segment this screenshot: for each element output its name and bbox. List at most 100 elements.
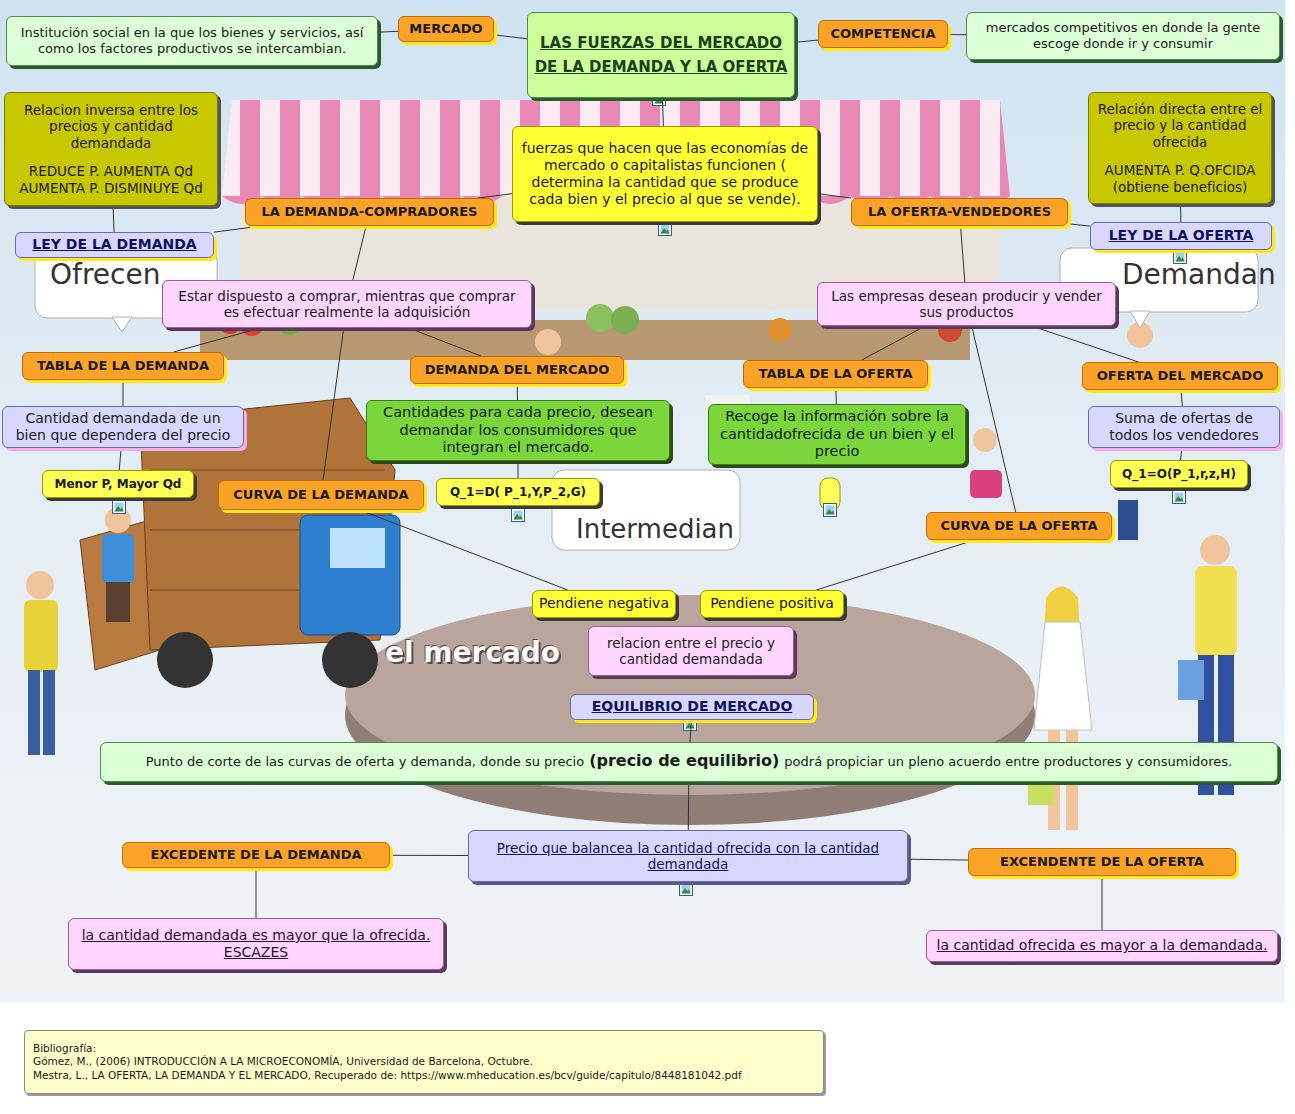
produce-item bbox=[611, 306, 639, 334]
node-text: EXCEDENTE DE LA DEMANDA bbox=[150, 847, 361, 863]
connector-line bbox=[494, 35, 527, 39]
connector-line bbox=[323, 328, 344, 480]
concept-label: COMPETENCIA bbox=[818, 20, 948, 48]
connector-line bbox=[1180, 448, 1181, 460]
node-text: la cantidad ofrecida es mayor a la deman… bbox=[937, 937, 1268, 954]
node-text: OFERTA DEL MERCADO bbox=[1097, 368, 1263, 384]
node-text: LA DEMANDA-COMPRADORES bbox=[262, 204, 478, 220]
node-text: Gómez, M., (2006) INTRODUCCIÓN A LA MICR… bbox=[33, 1055, 533, 1069]
image-icon bbox=[824, 504, 837, 517]
node-text: Pendiene negativa bbox=[539, 595, 669, 612]
detail-box: Suma de ofertas de todos los vendedores bbox=[1088, 406, 1280, 448]
concept-label: TABLA DE LA DEMANDA bbox=[22, 352, 224, 380]
connector-line bbox=[1068, 224, 1090, 226]
node-text: Institución social en la que los bienes … bbox=[13, 25, 371, 57]
connector-line bbox=[795, 40, 818, 42]
connector-line bbox=[409, 328, 481, 356]
concept-label: OFERTA DEL MERCADO bbox=[1082, 362, 1278, 390]
node-text: Q_1=D( P_1,Y,P_2,G) bbox=[450, 485, 586, 500]
person-leg bbox=[28, 670, 40, 755]
node-text: CURVA DE LA DEMANDA bbox=[233, 487, 408, 503]
definition-box: Punto de corte de las curvas de oferta y… bbox=[100, 742, 1278, 782]
truck-cab bbox=[300, 515, 400, 635]
node-text: Suma de ofertas de todos los vendedores bbox=[1095, 410, 1273, 444]
illustration-caption: Intermedian bbox=[576, 514, 734, 544]
note-box: Pendiene positiva bbox=[700, 590, 844, 618]
person-head bbox=[535, 329, 561, 355]
node-text: Recoge la información sobre la cantidado… bbox=[715, 408, 959, 461]
note-box: Pendiene negativa bbox=[532, 590, 676, 618]
person-body bbox=[1195, 566, 1237, 656]
connector-line bbox=[908, 859, 968, 861]
concept-label: TABLA DE LA OFERTA bbox=[743, 360, 928, 388]
background bbox=[0, 0, 1285, 1003]
person-body bbox=[970, 470, 1002, 498]
detail-box: Cantidad demandada de un bien que depend… bbox=[2, 406, 244, 448]
person-body bbox=[1140, 398, 1176, 399]
detail-box: Precio que balancea la cantidad ofrecida… bbox=[468, 830, 908, 882]
connector-line bbox=[378, 31, 398, 33]
description-box: relacion entre el precio y cantidad dema… bbox=[588, 626, 794, 676]
illustration-caption: Demandan bbox=[1122, 258, 1276, 291]
title-box: LAS FUERZAS DEL MERCADO DE LA DEMANDA Y … bbox=[527, 12, 795, 98]
note-box: fuerzas que hacen que las economías de m… bbox=[512, 126, 818, 222]
connector-line bbox=[948, 34, 966, 35]
node-text: AUMENTA P. Q.OFCIDA (obtiene beneficios) bbox=[1095, 162, 1265, 195]
node-text: REDUCE P. AUMENTA Qd AUMENTA P. DISMINUY… bbox=[11, 163, 211, 196]
node-text: Bibliografía: bbox=[33, 1042, 96, 1056]
formula-box: Q_1=O(P_1,r,z,H) bbox=[1110, 460, 1248, 488]
node-text: LA OFERTA-VENDEDORES bbox=[868, 204, 1051, 220]
connector-line bbox=[1181, 390, 1182, 406]
law-box: Relación directa entre el precio y la ca… bbox=[1088, 92, 1272, 204]
node-text: Cantidades para cada precio, desean dema… bbox=[373, 404, 663, 457]
node-text: LEY DE LA OFERTA bbox=[1109, 227, 1254, 244]
node-text: fuerzas que hacen que las economías de m… bbox=[519, 140, 811, 208]
media-icon bbox=[680, 883, 693, 896]
concept-label: DEMANDA DEL MERCADO bbox=[410, 356, 624, 384]
node-text: Cantidad demandada de un bien que depend… bbox=[9, 410, 237, 444]
node-text: Menor P, Mayor Qd bbox=[55, 477, 182, 492]
image-icon bbox=[1173, 491, 1186, 504]
person-legs bbox=[106, 582, 130, 622]
heading-box: LEY DE LA DEMANDA bbox=[15, 232, 214, 258]
node-text: DEMANDA DEL MERCADO bbox=[425, 362, 610, 378]
node-text: CURVA DE LA OFERTA bbox=[940, 518, 1097, 534]
node-text: MERCADO bbox=[409, 21, 482, 37]
formula-box: Q_1=D( P_1,Y,P_2,G) bbox=[436, 478, 600, 506]
connector-line bbox=[360, 510, 568, 590]
node-text: LEY DE LA DEMANDA bbox=[32, 236, 196, 253]
person-head bbox=[26, 571, 54, 599]
person bbox=[970, 428, 1002, 498]
bibliography-box: Bibliografía:Gómez, M., (2006) INTRODUCC… bbox=[24, 1030, 824, 1094]
description-box: la cantidad ofrecida es mayor a la deman… bbox=[926, 930, 1278, 962]
shopping-bag bbox=[1178, 660, 1204, 700]
node-text: TABLA DE LA DEMANDA bbox=[37, 358, 209, 374]
image-icon bbox=[512, 509, 525, 522]
node-text: EXCENDENTE DE LA OFERTA bbox=[1000, 854, 1204, 870]
description-box: Estar dispuesto a comprar, mientras que … bbox=[162, 280, 532, 328]
node-text: Mestra, L., LA OFERTA, LA DEMANDA Y EL M… bbox=[33, 1069, 742, 1083]
connector-line bbox=[1180, 204, 1181, 222]
bubble-tail bbox=[112, 317, 132, 332]
person bbox=[535, 329, 561, 355]
connector-line bbox=[662, 98, 664, 126]
node-text: Estar dispuesto a comprar, mientras que … bbox=[169, 288, 525, 321]
connector-line bbox=[353, 226, 366, 280]
concept-label: EXCEDENTE DE LA DEMANDA bbox=[122, 842, 390, 868]
connector-line bbox=[690, 720, 691, 742]
connector-line bbox=[862, 326, 926, 360]
connector-line bbox=[972, 326, 1016, 512]
bubble-tail bbox=[1130, 311, 1150, 328]
heading-box: EQUILIBRIO DE MERCADO bbox=[570, 694, 814, 720]
truck-wheel bbox=[157, 632, 213, 688]
node-text: relacion entre el precio y cantidad dema… bbox=[595, 635, 787, 668]
person-body bbox=[102, 534, 134, 584]
formula-box: Menor P, Mayor Qd bbox=[42, 470, 194, 498]
connector-line bbox=[818, 194, 851, 198]
node-text: la cantidad demandada es mayor que la of… bbox=[75, 927, 437, 961]
connector-line bbox=[174, 328, 261, 352]
node-text: podrá propiciar un pleno acuerdo entre p… bbox=[784, 754, 1232, 769]
connector-line bbox=[119, 448, 121, 470]
connector-line bbox=[517, 384, 518, 400]
